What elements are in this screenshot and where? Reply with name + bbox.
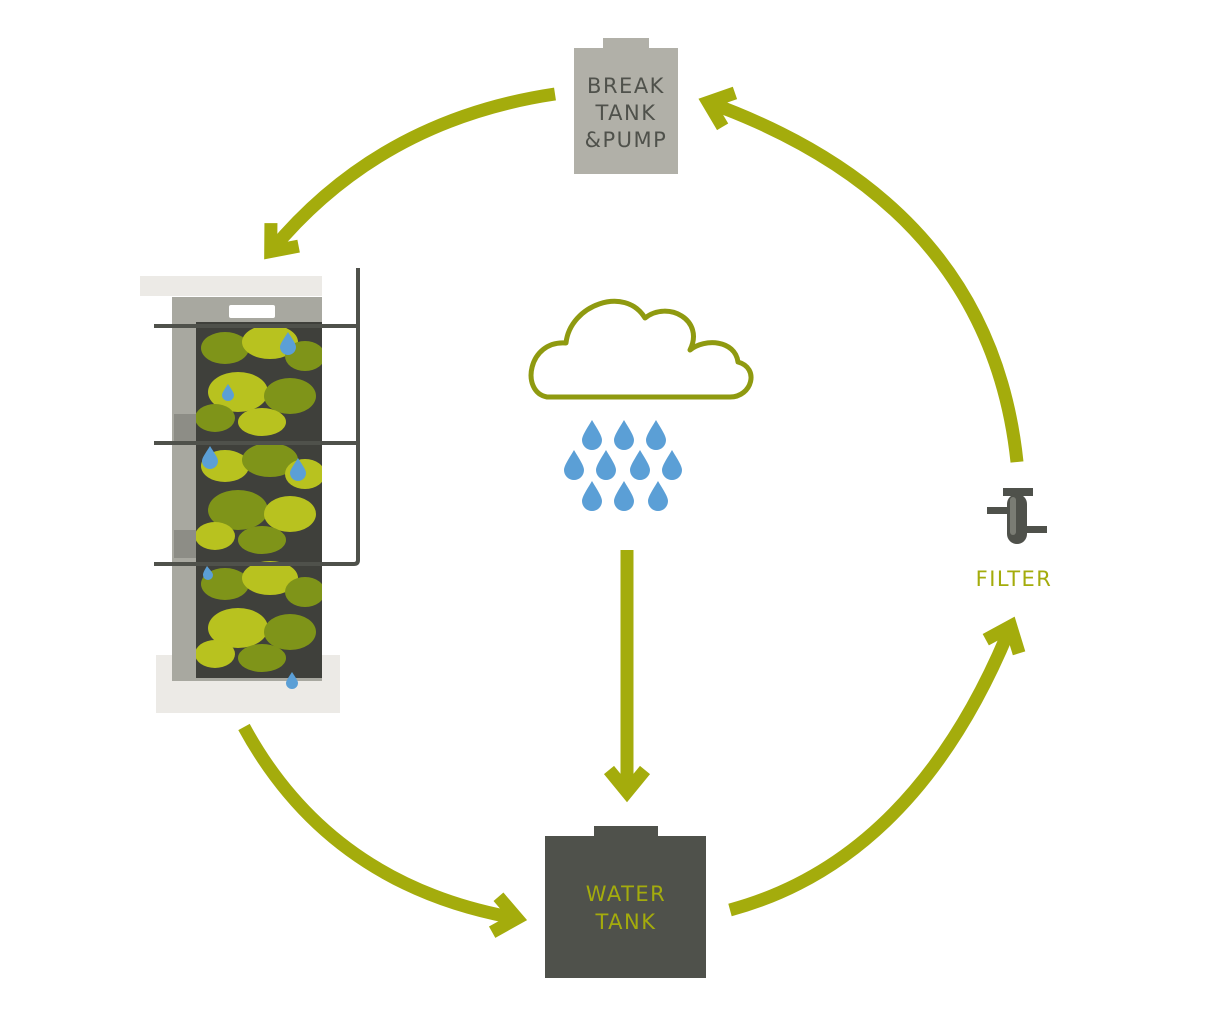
water-tank-icon: WATER TANK (545, 826, 706, 978)
filter-label: FILTER (976, 567, 1053, 591)
plants (196, 325, 322, 672)
break-tank-icon: BREAK TANK &PUMP (574, 38, 678, 174)
arrow-water-tank-to-filter (728, 616, 1026, 917)
arrow-filter-to-break-tank (698, 86, 1024, 463)
break-tank-label-line2: TANK (594, 101, 656, 125)
break-tank-label-line1: BREAK (587, 74, 665, 98)
arrow-break-tank-to-wall (264, 87, 556, 260)
irrigation-pipes (154, 268, 360, 566)
arrow-wall-to-water-tank (238, 723, 528, 938)
rain-cloud-icon (528, 298, 754, 511)
water-tank-label-line2: TANK (594, 910, 656, 934)
wall-droplets (202, 332, 306, 689)
rain-drops (564, 420, 682, 511)
green-wall-icon (140, 268, 360, 713)
water-tank-label-line1: WATER (586, 882, 667, 906)
filter-icon (987, 488, 1047, 544)
break-tank-label-line3: &PUMP (585, 128, 668, 152)
